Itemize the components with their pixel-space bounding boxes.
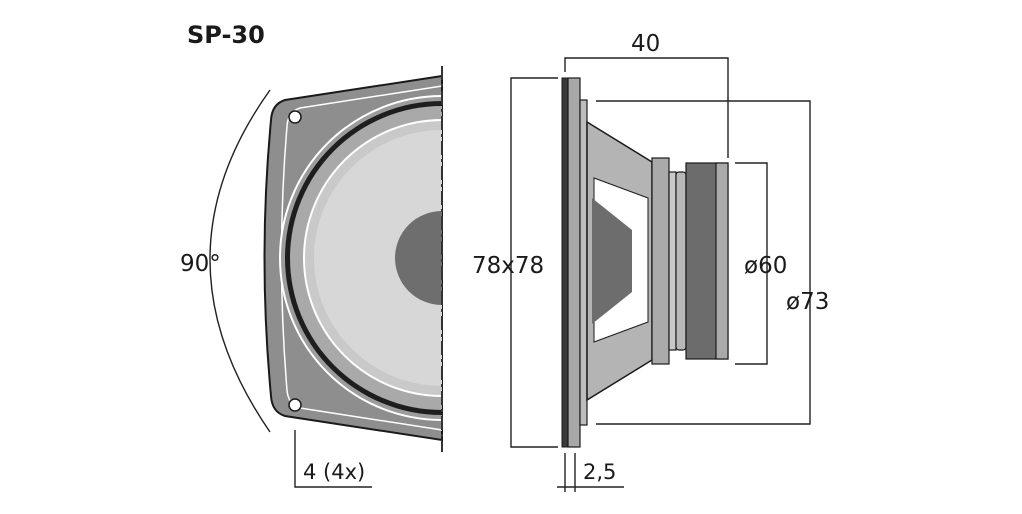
depth-label: 40 xyxy=(631,31,660,57)
dimension-lines xyxy=(209,57,811,492)
rear-plate-2 xyxy=(668,171,677,351)
depth-line xyxy=(564,57,729,158)
surround-edge xyxy=(579,99,588,426)
outer-diameter-line xyxy=(596,100,811,425)
frame-size-label: 78x78 xyxy=(472,253,544,279)
cone-side xyxy=(592,198,632,324)
gasket xyxy=(567,77,581,448)
front-plate xyxy=(561,77,569,448)
outer-diameter-label: ø73 xyxy=(786,289,829,315)
magnet-ring xyxy=(675,171,687,351)
cone-inner xyxy=(314,130,442,386)
rear-plate-1 xyxy=(651,157,670,365)
dust-cap xyxy=(395,211,442,305)
side-view xyxy=(561,77,729,448)
magnet-back xyxy=(715,162,729,360)
mounting-hole-top xyxy=(288,110,302,124)
angle-label: 90° xyxy=(180,251,221,277)
inner-diameter-label: ø60 xyxy=(744,253,787,279)
model-title: SP-30 xyxy=(187,21,265,49)
hole-dim-line xyxy=(294,430,372,488)
angle-arc xyxy=(209,89,271,433)
inner-diameter-line xyxy=(735,162,768,365)
front-view xyxy=(263,66,443,452)
frame-size-line xyxy=(510,77,558,448)
thickness-label: 2,5 xyxy=(583,460,616,484)
mounting-hole-bottom xyxy=(288,398,302,412)
mounting-holes-label: 4 (4x) xyxy=(303,460,365,484)
